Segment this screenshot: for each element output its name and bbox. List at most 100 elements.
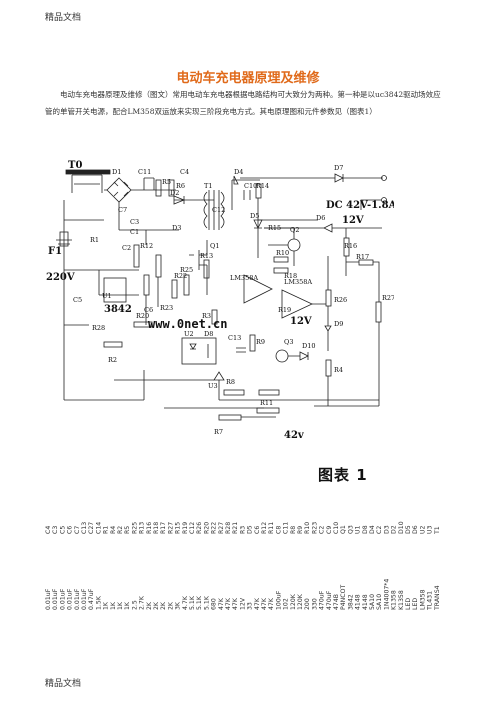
bom-value: 1K [124,601,131,610]
bom-designator: R28 [225,522,232,534]
label-r1: R1 [90,236,99,244]
bom-value: 470uF [326,590,333,610]
label-lm358a-lower: LM358A [284,278,312,286]
bom-designator: C6 [254,526,261,534]
label-d1: D1 [112,168,121,176]
label-c7: C7 [118,206,127,214]
label-c10: C10 [244,182,257,190]
label-r19: R19 [278,306,291,314]
bom-value: 47K [232,597,239,610]
bom-value: 47K [261,597,268,610]
bom-designator: R19 [182,522,189,534]
label-q3: Q3 [284,338,293,346]
bom-value: 5.1K [189,595,196,610]
label-r11: R11 [260,399,273,407]
bom-designator: R12 [261,522,268,534]
label-c4: C4 [180,168,189,176]
bom-designator: R13 [139,522,146,534]
label-r22: R22 [174,272,187,280]
bom-designator: C8 [275,526,282,534]
bom-designator: R5 [124,526,131,534]
bom-value: 0.01uF [81,588,88,610]
bom-designator: R16 [146,522,153,534]
bom-value: 102 [283,598,290,610]
label-ic3842: 3842 [104,304,132,315]
label-r25: R25 [180,266,193,274]
bom-value: K1358 [398,590,405,610]
bom-value: TRANS4 [434,585,441,611]
label-c12: C12 [212,206,225,214]
label-lm358a-upper: LM358A [230,274,258,282]
label-t1: T1 [204,182,212,190]
bom-designator: R26 [196,522,203,534]
intro-paragraph: 电动车充电器原理及维修（图文）常用电动车充电器根据电路结构可大致分为两种。第一种… [45,90,441,116]
figure-caption: 图表 1 [318,466,368,484]
bom-designator: R23 [311,522,318,534]
bom-value: 47K [254,597,261,610]
label-d6: D6 [316,214,325,222]
bom-designator: D5 [247,525,254,534]
bom-designator: R27 [167,522,174,534]
bom-designator: T1 [434,526,441,535]
label-42v: 42v [284,430,305,440]
bom-designator: R20 [203,522,210,534]
bom-designator: Q1 [340,525,347,534]
label-u3: U3 [208,382,218,390]
document-title: 电动车充电器原理及维修 [176,71,320,86]
bom-value: 200 [304,598,311,610]
label-d3: D3 [172,224,181,232]
bom-value: 680 [211,598,218,610]
label-220v: 220V [46,272,75,283]
bom-designator: R17 [160,522,167,534]
bom-value: 1N4007*4 [383,579,390,610]
label-d4: D4 [234,168,243,176]
label-d2: D2 [170,189,179,197]
bom-value: 4148 [362,594,369,610]
bom-value: 2K [153,601,160,610]
bom-value: 0.01uF [45,588,52,610]
label-r16: R16 [344,242,357,250]
bom-designator: C6 [67,526,74,534]
label-r12: R12 [140,242,153,250]
label-r14: R14 [256,182,269,190]
label-c3: C3 [130,218,139,226]
bom-value: SA10 [376,594,383,610]
bom-value: 470uF [319,590,326,610]
bom-value: 5A10 [369,594,376,610]
bom-designator: D3 [383,525,390,534]
label-r9: R9 [256,338,265,346]
bom-value: 120K [297,593,304,610]
bom-value: 47K [218,597,225,610]
label-q2: Q2 [290,226,299,234]
bom-designator: Q3 [347,525,354,534]
bom-value: 2K [146,601,153,610]
bom-designator: U3 [427,525,434,534]
bom-designator: R11 [268,522,275,534]
schematic-watermark: www.0net.cn [148,317,227,331]
bom-designator: U1 [355,525,362,534]
label-r23: R23 [160,304,173,312]
bom-value: K1358 [391,590,398,610]
bom-value: LED [405,598,412,610]
bom-value: 4148 [355,594,362,610]
bom-value: 33 [247,602,254,610]
bom-value: 0.01uF [59,588,66,610]
label-r26: R26 [334,296,347,304]
bom-designator: R22 [211,522,218,534]
label-r4: R4 [334,366,343,374]
bom-value: 0.01uF [52,588,59,610]
bom-value: LED [412,598,419,610]
bom-value: 330 [311,598,318,610]
label-u1: U1 [102,292,112,300]
bom-value: 100uF [275,590,282,610]
bom-value: 474B [333,594,340,610]
bom-value: 0.47uF [88,588,95,610]
bom-designator: R4 [110,526,117,534]
bom-designator: C5 [59,526,66,534]
bom-designator: R2 [117,526,124,534]
bom-value: 2.7K [139,595,146,610]
label-r13: R13 [200,252,213,260]
bom-value: 2K [160,601,167,610]
bom-designator: C27 [88,522,95,534]
bom-value: 4.7K [182,595,189,610]
